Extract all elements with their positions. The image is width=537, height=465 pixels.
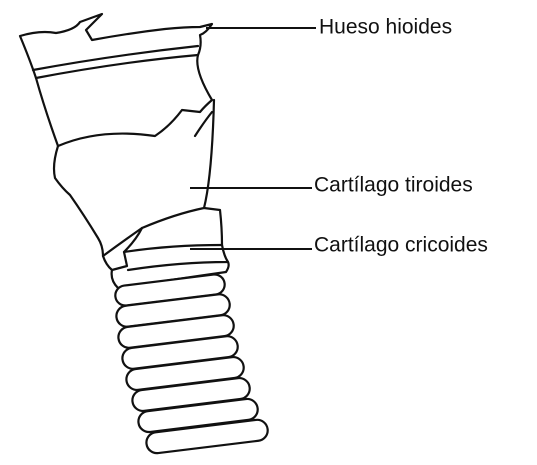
trachea [114, 273, 269, 454]
hyoid-label: Hueso hioides [319, 16, 452, 39]
thyroid-cartilage [36, 55, 214, 256]
thyroid-label: Cartílago tiroides [314, 174, 473, 197]
cricoid-label: Cartílago cricoides [314, 234, 488, 257]
hyoid-bone [20, 14, 212, 78]
